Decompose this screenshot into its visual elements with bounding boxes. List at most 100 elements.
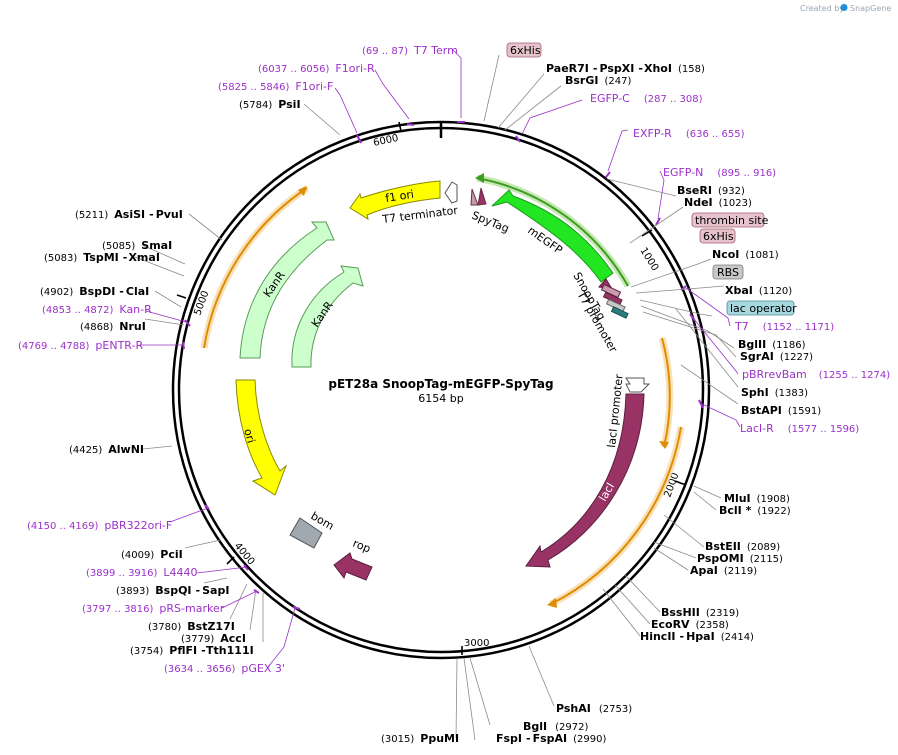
primer-mark-pentrr [182,341,185,350]
site-alwni-group: (4425)AlwNI [69,443,144,456]
orf-arc-rop-halo [549,426,685,608]
primer-mark-f1orir [406,123,415,126]
primer-leader-lines [140,49,741,668]
primer-mark-exfpr [605,171,611,178]
primer-pbr322-group: (4150 .. 4169)pBR322ori-F [27,519,172,532]
site-psii-group: (5784)PsiI [239,98,301,111]
feature-ori-label: ori [241,427,257,444]
primer-f1orif-group: (5825 .. 5846)F1ori-F [218,80,333,93]
box-rbs-label: RBS [717,266,739,279]
primer-t7-group: T7(1152 .. 1171) [734,320,834,333]
credit-brand: SnapGene [850,4,891,13]
box-6xhis-top-label: 6xHis [510,44,541,57]
site-leader-lines [134,54,739,741]
primer-mark-f1orif [356,134,362,144]
tick-2000 [674,480,687,486]
orf-arc-laci [661,337,671,448]
feature-f1ori-label: f1 ori [384,188,414,205]
orf-arrowhead-kanr [298,186,307,196]
map-length: 6154 bp [418,392,463,405]
primer-lacir-group: LacI-R(1577 .. 1596) [740,422,859,435]
box-6xhis-right [699,228,736,244]
site-bglii-group: BglII(1186) [738,338,806,351]
feature-ori-arrow [235,379,288,496]
feature-megfp-arrow [491,189,614,283]
primer-pentrr-group: (4769 .. 4788)pENTR-R [18,339,143,352]
primer-egfpn-group: EGFP-N(895 .. 916) [663,166,776,179]
credit-prefix: Created by [800,4,844,13]
feature-rop-arrow [333,552,373,581]
feature-rop-label: rop [351,537,373,556]
site-ndei-group: NdeI(1023) [684,196,752,209]
box-lac-operator [726,300,795,316]
orf-arrowhead-laci [659,441,669,449]
tick-6000 [398,121,402,132]
tick-label-5000: 5000 [192,289,211,317]
feature-spytag-arrow-2 [477,187,487,206]
site-nrui-group: (4868)NruI [80,320,146,333]
site-bcli-group: BclI *(1922) [719,504,791,517]
site-bseri-group: BseRI(932) [677,184,745,197]
site-bgli-group: BglI(2972) [523,720,588,733]
feature-kanr-outer-arrow [239,221,335,359]
primer-t7term-group: (69 .. 87)T7 Term [362,44,458,57]
box-rbs [712,264,744,280]
primer-mark-pgex [292,606,301,610]
feature-t7terminator-arrow [444,181,458,204]
box-6xhis-top [506,42,542,58]
site-pflfi-group: (3754)PflFI-Tth111I [130,644,254,657]
feature-lacipromoter-arrow [625,377,651,393]
orf-arc-kanr [203,187,308,349]
primer-f1orir-group: (6037 .. 6056)F1ori-R [258,62,375,75]
site-bsshii-group: BssHII(2319) [661,606,739,619]
site-bspqi-group: (3893)BspQI-SapI [116,584,229,597]
box-thrombin [691,212,765,228]
site-smai-group: (5085)SmaI [102,239,172,252]
tick-label-6000: 6000 [372,133,399,149]
site-bstapi-group: BstAPI(1591) [741,404,821,417]
site-ecorv-group: EcoRV(2358) [651,618,729,631]
site-mlui-group: MluI(1908) [724,492,790,505]
primer-kanr-group: (4853 .. 4872)Kan-R [42,303,152,316]
primer-mark-egfpc [515,135,521,143]
site-pcii-group: (4009)PciI [121,548,183,561]
primer-egfpc-group: EGFP-C(287 .. 308) [590,92,703,105]
site-sphi-group: SphI(1383) [741,386,808,399]
tick-marks [176,121,687,655]
site-pspomi-group: PspOMI(2115) [697,552,783,565]
tick-label-3000: 3000 [464,638,489,649]
primer-mark-lacir [698,399,704,409]
orf-arc-megfp [476,177,629,287]
box-6xhis-right-label: 6xHis [703,230,734,243]
feature-spytag-label: SpyTag [470,209,511,236]
site-bstz17i-group: (3780)BstZ17I [148,620,235,633]
primer-prs-group: (3797 .. 3816)pRS-marker [82,602,225,615]
feature-cluster-bar-4 [610,306,629,319]
box-lac-operator-label: lac operator [730,302,797,315]
feature-f1ori-arrow [349,180,441,221]
site-sgrai-group: SgrAI(1227) [740,350,813,363]
feature-bom-box [289,517,323,549]
site-apai-group: ApaI(2119) [690,564,757,577]
primer-pgex-group: (3634 .. 3656)pGEX 3' [164,662,285,675]
primer-marks [182,121,704,610]
snapgene-logo-icon [840,4,848,11]
orf-arc-rop [550,426,682,605]
feature-laci-arrow [525,393,645,568]
primer-exfpr-group: EXFP-R(636 .. 655) [633,127,745,140]
site-xbai-group: XbaI(1120) [725,284,792,297]
box-thrombin-label: thrombin site [695,214,769,227]
tick-label-1000: 1000 [637,246,660,273]
site-pshai-group: PshAI(2753) [556,702,632,715]
site-paer7i-group: PaeR7I-PspXI-XhoI(158) [546,62,705,75]
site-asisi-group: (5211)AsiSI-PvuI [75,208,183,221]
tick-5000 [176,294,187,299]
site-fspi-group: FspI-FspAI(2990) [496,732,607,745]
feature-spytag-arrow-1 [470,188,479,206]
site-bsrgi-group: BsrGI(247) [565,74,631,87]
map-title: pET28a SnoopTag-mEGFP-SpyTag [328,377,553,391]
orf-arrowhead-megfp [475,173,484,183]
site-tspmi-group: (5083)TspMI-XmaI [44,251,160,264]
feature-kanr-inner-arrow [291,265,364,368]
feature-t7terminator-label: T7 terminator [381,204,459,226]
